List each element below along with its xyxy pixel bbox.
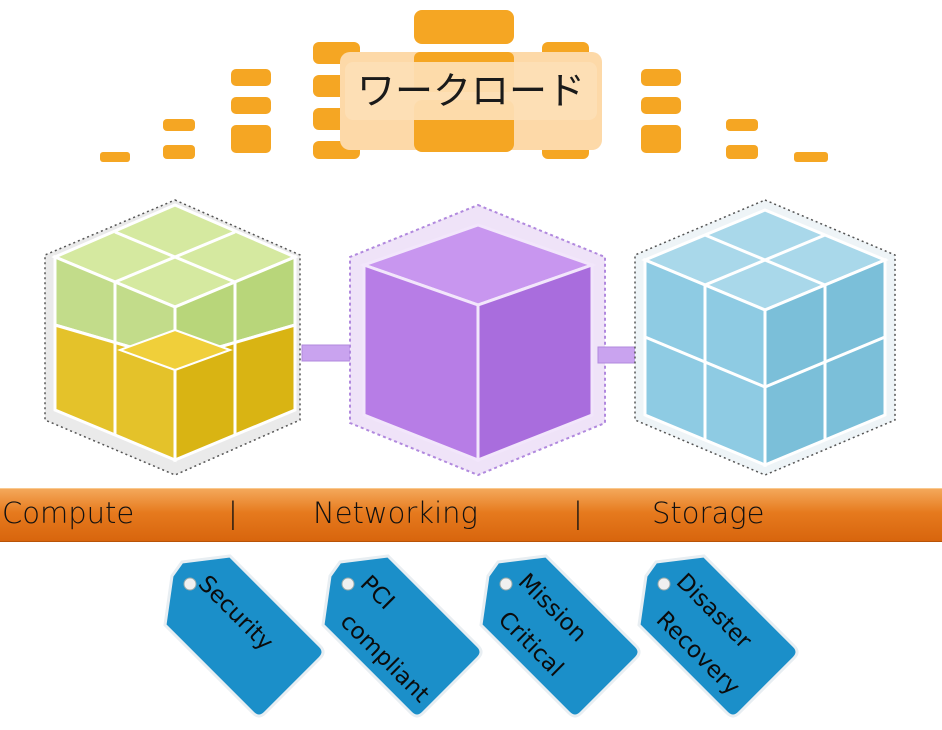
infrastructure-cubes	[0, 185, 942, 485]
workload-label: ワークロード	[356, 69, 585, 113]
networking-cube	[349, 203, 606, 477]
bar-label-compute: Compute	[2, 496, 135, 530]
workload-graphic: ワークロード	[0, 0, 942, 180]
tag-shape-icon	[637, 554, 799, 718]
layer-bar: Compute | Networking | Storage	[0, 488, 942, 542]
cubes-svg	[44, 199, 896, 477]
tag-row: Security PCI compliant Mission Critical …	[0, 548, 942, 730]
bar-label-networking: Networking	[313, 496, 478, 530]
tag-shape-icon	[321, 554, 483, 718]
compute-cube	[44, 199, 301, 476]
storage-cube	[634, 199, 896, 476]
tag-security: Security	[160, 548, 330, 730]
bar-label-storage: Storage	[652, 496, 765, 530]
bar-separator: |	[228, 496, 238, 530]
tag-pci-compliant: PCI compliant	[318, 548, 488, 730]
connector-right	[597, 346, 637, 364]
workload-bars	[100, 10, 828, 162]
tag-shape-icon	[479, 554, 641, 718]
tag-mission-critical: Mission Critical	[476, 548, 646, 730]
connector-left	[301, 344, 353, 362]
tag-shape-icon	[163, 554, 325, 718]
bar-separator: |	[573, 496, 583, 530]
tag-disaster-recovery: Disaster Recovery	[634, 548, 804, 730]
